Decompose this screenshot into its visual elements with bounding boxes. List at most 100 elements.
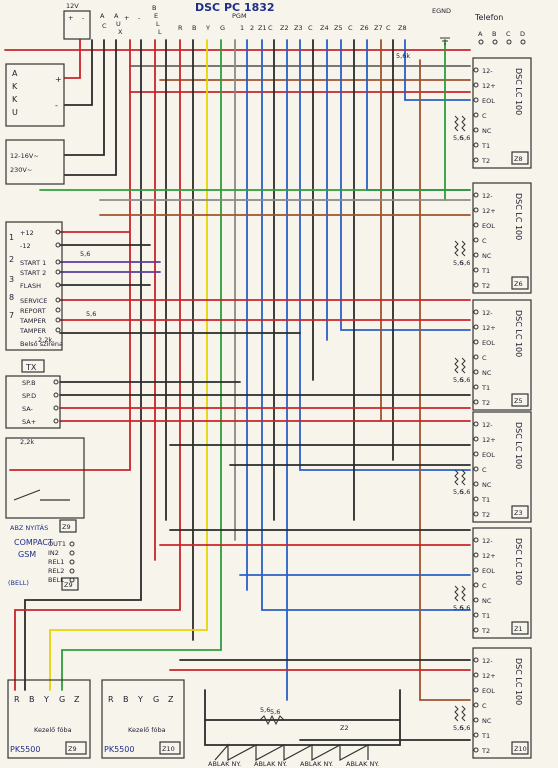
wire-v-green — [61, 39, 222, 691]
detector-terminal-label: C — [482, 466, 487, 474]
detector-resistor — [461, 705, 466, 722]
top-terminal-1: + — [68, 14, 73, 22]
top-terminal-6: U — [116, 20, 121, 28]
wire-v-z5 — [340, 39, 471, 331]
top-terminal-3: A — [100, 12, 105, 20]
top-terminal-18: PGM — [232, 12, 247, 20]
detector-terminal-dot — [473, 237, 479, 243]
telefon-terminal-dot-1 — [492, 39, 498, 45]
side-letter-4: 7 — [9, 311, 14, 320]
detector-terminal-label: C — [482, 582, 487, 590]
keypad-terminal-dot-3 — [55, 269, 61, 275]
keypad-terminal: G — [153, 695, 159, 704]
detector-terminal-label: T1 — [481, 732, 490, 740]
keypad-terminal: B — [29, 695, 35, 704]
akku-letter-1: K — [12, 82, 18, 91]
top-terminal-22: C — [268, 24, 273, 32]
detector-box — [472, 411, 532, 523]
gsm-line1: COMPACT — [14, 538, 53, 547]
cap-label: 5,6k — [396, 52, 410, 60]
transformer-line2: 230V~ — [10, 166, 32, 174]
keypad-model: PK5500 — [10, 745, 40, 754]
abz-zone: Z9 — [62, 523, 71, 531]
detector-zone-box — [511, 621, 529, 635]
detector-terminal-label: NC — [482, 369, 492, 377]
detector-terminal-dot — [473, 399, 479, 405]
top-terminal-27: Z5 — [334, 24, 343, 32]
keypad-terminal-6: REPORT — [20, 307, 46, 315]
top-terminal-16: Y — [205, 24, 210, 32]
wire-v-z6 — [366, 39, 471, 191]
window-label-2: ABLAK NY. — [300, 760, 333, 768]
keypad-terminal-dot-6 — [55, 307, 61, 313]
detector-terminal-dot — [473, 157, 479, 163]
keypad-terminal: R — [108, 695, 114, 704]
wires — [4, 39, 471, 746]
detector-box — [472, 647, 532, 759]
detector-terminal-label: C — [482, 237, 487, 245]
keypad-terminal-4: FLASH — [20, 282, 41, 290]
akku-box — [5, 63, 65, 127]
wire-v-z3 — [299, 39, 471, 471]
side-letter-1: 2 — [9, 255, 14, 264]
detector-terminal-label: NC — [482, 481, 492, 489]
gsm-line2: GSM — [18, 550, 36, 559]
keypad-terminal-1: -12 — [20, 242, 31, 250]
telefon-terminal-dot-3 — [520, 39, 526, 45]
top-terminal-11: E — [154, 12, 158, 20]
abz-switch — [13, 489, 70, 501]
detector-terminal-dot — [473, 702, 479, 708]
detector-terminal-dot — [473, 597, 479, 603]
keypad-caption: Kezelő fóba — [128, 725, 166, 734]
res-label-3: 5,6 — [270, 708, 280, 716]
egnd-symbol — [440, 37, 450, 45]
keypad-terminal-8: TAMPER — [19, 327, 47, 335]
detector-terminal-label: 12- — [482, 192, 493, 200]
detector-terminal-label: T1 — [481, 612, 490, 620]
top-terminal-10: B — [152, 4, 156, 12]
detector-terminal-dot — [473, 421, 479, 427]
detector-terminal-dot — [473, 436, 479, 442]
detector-resistor-label: 5,6 — [460, 376, 470, 384]
detector-box — [472, 527, 532, 639]
detector-terminal-dot — [473, 354, 479, 360]
top-terminal-17: G — [220, 24, 225, 32]
keypad-terminal: Y — [137, 695, 143, 704]
abz-block: ABZ NYITÁS Z9 — [5, 437, 85, 533]
detector-terminal-dot — [473, 717, 479, 723]
detector-terminal-dot — [473, 481, 479, 487]
gsm-terminal-0: OUT1 — [48, 540, 66, 548]
siren-box — [5, 375, 61, 429]
detector-resistor-label: 5,6 — [460, 134, 470, 142]
wire-trafo-1 — [64, 39, 105, 156]
gsm-terminal-1: IN2 — [48, 549, 59, 557]
top-terminal-15: B — [192, 24, 196, 32]
keypad-terminal: Y — [43, 695, 49, 704]
detector-resistor — [454, 585, 459, 602]
tx-label: TX — [25, 363, 37, 372]
top-terminal-0: 12V — [66, 2, 79, 10]
wire-akku-plus — [64, 39, 81, 79]
detector-label: DSC LC 100 — [514, 68, 523, 115]
wire-v-black-aux — [24, 39, 142, 691]
telefon-terminal-1: B — [492, 30, 496, 38]
detector-zone-box — [511, 741, 529, 755]
detector-terminal-label: T2 — [481, 511, 490, 519]
detector-terminal-label: T1 — [481, 267, 490, 275]
detector-terminal-dot — [473, 309, 479, 315]
top-terminal-28: C — [348, 24, 353, 32]
telefon-label: Telefon — [474, 13, 503, 22]
window-label-3: ABLAK NY. — [346, 760, 379, 768]
keypad-terminal-0: +12 — [20, 229, 34, 237]
telefon-terminal-dot-2 — [506, 39, 512, 45]
